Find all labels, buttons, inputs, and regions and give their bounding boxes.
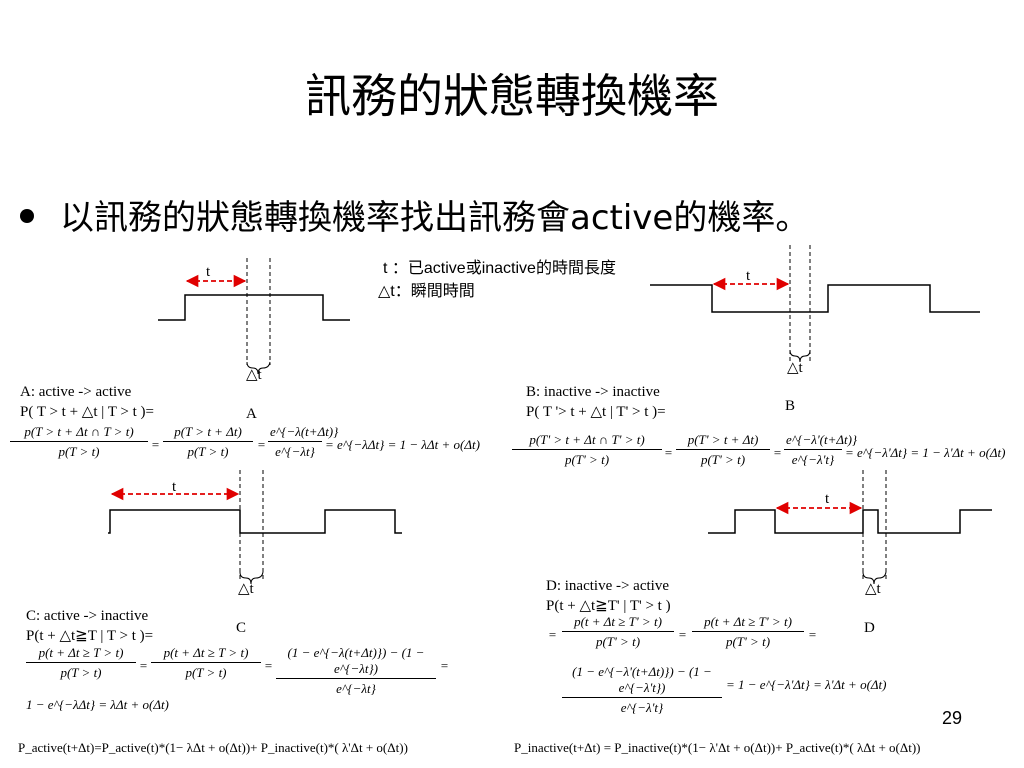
eq-D-tail: = 1 − e^{−λ'Δt} = λ'Δt + o(Δt) — [726, 677, 887, 692]
case-B-letter: B — [785, 398, 796, 414]
case-C-letter: C — [236, 620, 247, 636]
label-t-B: t — [746, 268, 751, 284]
case-D-letter: D — [864, 620, 875, 636]
bottom-formula-left: P_active(t+Δt)=P_active(t)*(1− λΔt + o(Δ… — [18, 740, 408, 755]
waveform-D — [708, 509, 992, 534]
eq-C-frac3: (1 − e^{−λ(t+Δt)}) − (1 − e^{−λt})e^{−λt… — [276, 645, 436, 697]
case-D-prob: P(t + △t≧T' | T' > t ) — [546, 598, 671, 614]
label-dt-A: △t — [246, 367, 262, 383]
eq-D-frac2: p(t + Δt ≥ T' > t)p(T' > t) — [692, 614, 804, 650]
eq-A-frac3: e^{−λ(t+Δt)}e^{−λt} — [268, 424, 339, 459]
waveform-C — [108, 509, 402, 534]
eq-D-frac3: (1 − e^{−λ'(t+Δt)}) − (1 − e^{−λ't})e^{−… — [562, 664, 722, 716]
legend-t: t ：已active或inactive的時間長度 — [383, 260, 616, 277]
case-A-letter: A — [246, 406, 257, 422]
eq-A-tail: = e^{−λΔt} = 1 − λΔt + o(Δt) — [325, 437, 480, 452]
eq-C-frac1: p(t + Δt ≥ T > t)p(T > t) — [26, 645, 136, 681]
eq-D-frac1: p(t + Δt ≥ T' > t)p(T' > t) — [562, 614, 674, 650]
bullet-item: 以訊務的狀態轉換機率找出訊務會active的機率。 — [20, 190, 809, 239]
bullet-dot-icon — [20, 208, 34, 223]
eq-A-frac1: p(T > t + Δt ∩ T > t)p(T > t) — [10, 424, 148, 460]
label-dt-D: △t — [865, 581, 881, 597]
case-A-title: A: active -> active — [20, 384, 132, 400]
eq-B-tail: = e^{−λ'Δt} = 1 − λ'Δt + o(Δt) — [845, 445, 1006, 460]
eq-C-tail: 1 − e^{−λΔt} = λΔt + o(Δt) — [26, 697, 169, 712]
waveform-A — [158, 294, 350, 321]
waveform-B — [650, 284, 980, 313]
case-D-title: D: inactive -> active — [546, 578, 669, 594]
case-C-prob: P(t + △t≧T | T > t )= — [26, 628, 154, 644]
eq-B-frac1: p(T' > t + Δt ∩ T' > t)p(T' > t) — [512, 432, 662, 468]
page-number: 29 — [941, 708, 962, 728]
eq-A-frac2: p(T > t + Δt)p(T > t) — [163, 424, 253, 460]
label-dt-C: △t — [238, 581, 254, 597]
case-B-prob: P( T '> t + △t | T' > t )= — [526, 404, 666, 420]
eq-C-frac2: p(t + Δt ≥ T > t)p(T > t) — [151, 645, 261, 681]
case-B-title: B: inactive -> inactive — [526, 384, 660, 400]
eq-B-frac2: p(T' > t + Δt)p(T' > t) — [676, 432, 770, 468]
legend-dt: △t：瞬間時間 — [378, 283, 475, 300]
case-A-prob: P( T > t + △t | T > t )= — [20, 404, 154, 420]
label-dt-B: △t — [787, 360, 803, 376]
case-C-title: C: active -> inactive — [26, 608, 149, 624]
label-t-A: t — [206, 264, 211, 280]
label-t-C: t — [172, 479, 177, 495]
bullet-text: 以訊務的狀態轉換機率找出訊務會active的機率。 — [60, 198, 810, 238]
eq-B-frac3: e^{−λ'(t+Δt)}e^{−λ't} — [784, 432, 858, 467]
bottom-formula-right: P_inactive(t+Δt) = P_inactive(t)*(1− λ'Δ… — [514, 740, 921, 755]
label-t-D: t — [825, 491, 830, 507]
slide-title: 訊務的狀態轉換機率 — [305, 69, 719, 123]
